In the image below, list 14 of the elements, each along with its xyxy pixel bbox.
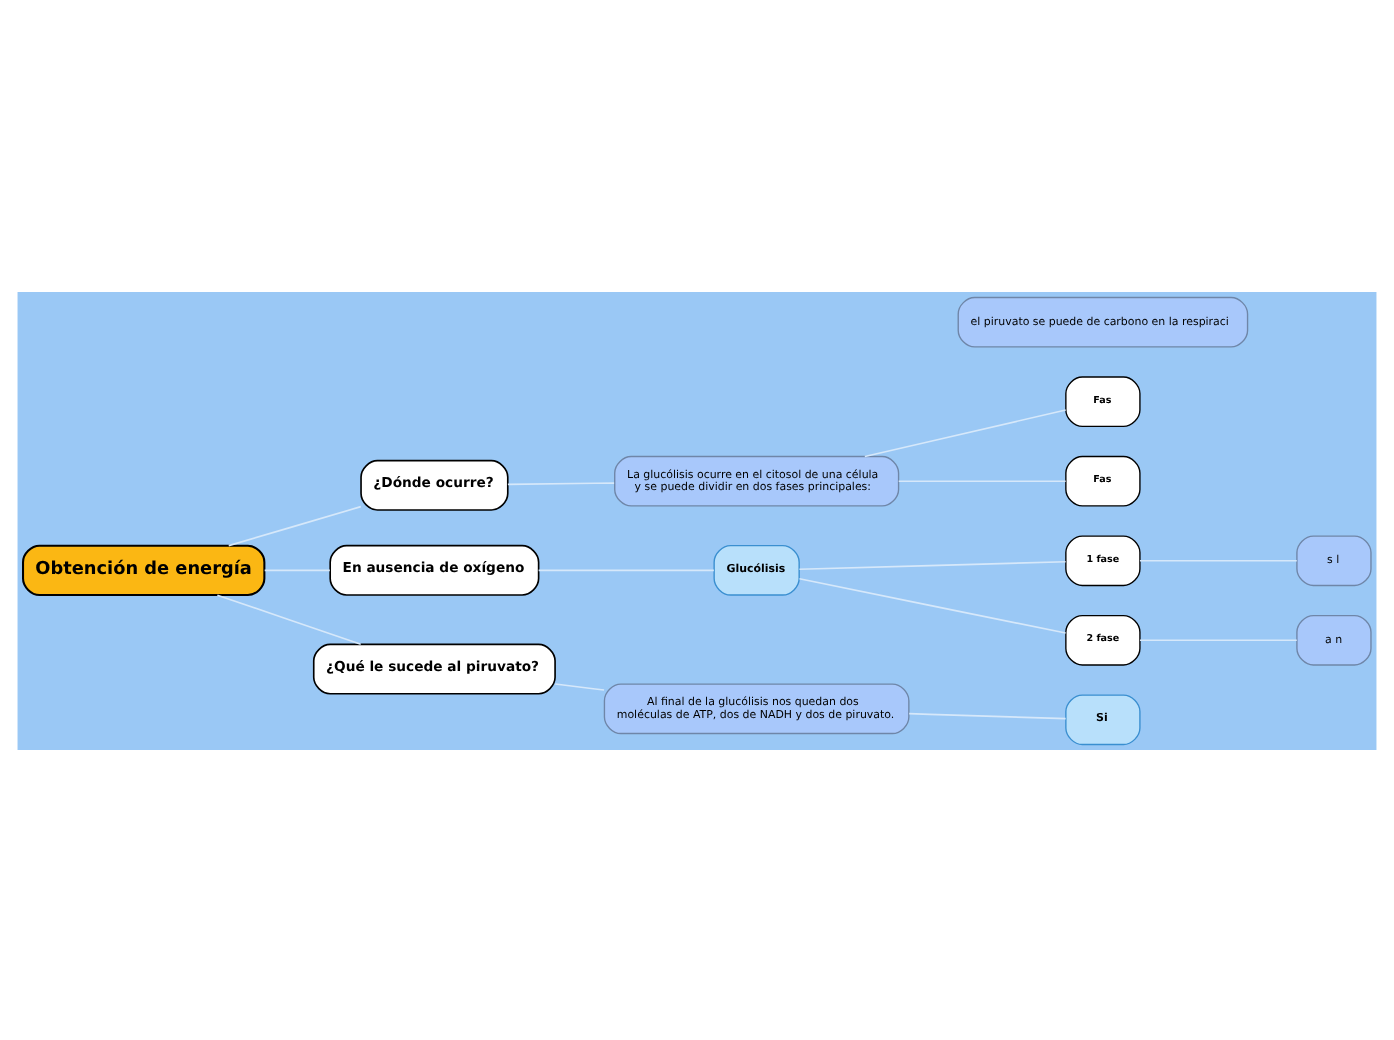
connector	[537, 568, 715, 571]
connector	[1139, 638, 1298, 641]
connector	[263, 568, 331, 571]
connector	[554, 682, 605, 690]
connector	[864, 408, 1067, 457]
connector	[227, 504, 362, 546]
connector	[897, 479, 1067, 482]
connector	[798, 559, 1067, 570]
connector	[507, 481, 615, 485]
connector	[216, 593, 362, 645]
node-box: Obtención de energía	[22, 543, 266, 596]
connector	[1139, 558, 1298, 561]
connector	[908, 711, 1067, 719]
connector	[798, 576, 1067, 633]
